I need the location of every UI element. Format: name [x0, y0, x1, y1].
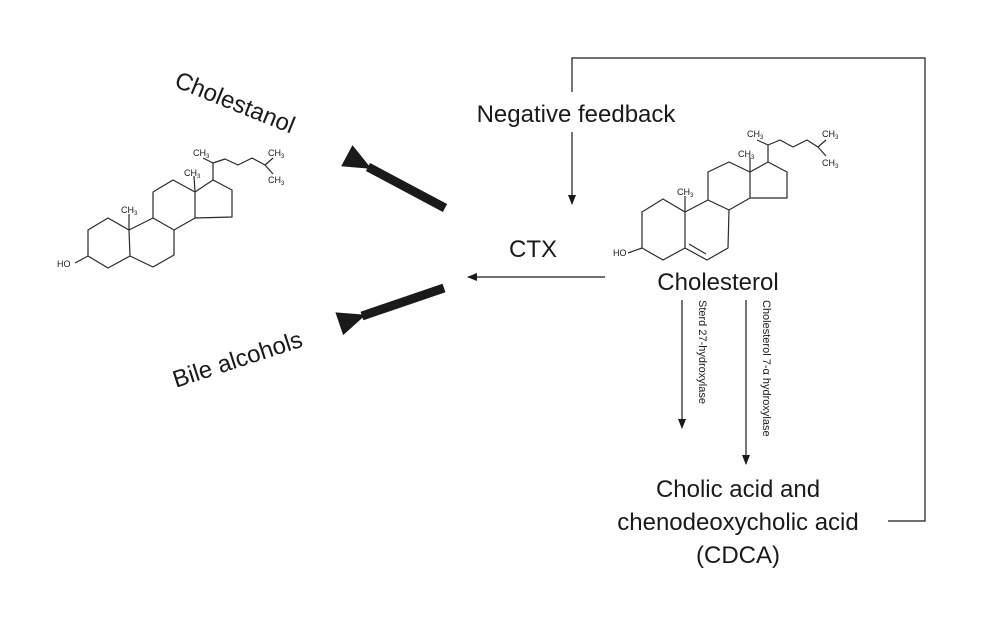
svg-text:CH3: CH3 — [268, 148, 285, 160]
cholesterol-structure: HO CH3 CH3 CH3 CH3 CH3 — [613, 129, 839, 261]
svg-text:CH3: CH3 — [268, 175, 285, 187]
feedback-loop-line — [571, 57, 926, 522]
ctx-label: CTX — [509, 236, 557, 263]
cholestanol-structure: HO CH3 CH3 CH3 CH3 CH3 — [57, 148, 285, 269]
cholestanol-ring-b — [128, 217, 175, 268]
cholesterol-side-chain — [767, 139, 819, 162]
svg-text:CH3: CH3 — [677, 187, 694, 199]
cholestanol-side-chain — [212, 157, 266, 180]
cholesterol-ring-a — [641, 198, 686, 261]
svg-text:CH3: CH3 — [822, 158, 839, 170]
cholesterol-ring-c — [707, 161, 751, 211]
cholesterol-label: Cholesterol — [657, 269, 778, 296]
svg-text:CH3: CH3 — [193, 148, 210, 160]
sterol-27-hydroxylase-label: Sterd 27-hydroxylase — [696, 300, 708, 404]
svg-text:CH3: CH3 — [822, 129, 839, 141]
bile-alcohols-label: Bile alcohols — [169, 326, 305, 393]
cholesterol-ring-d — [749, 161, 788, 199]
negative-feedback-label: Negative feedback — [477, 101, 677, 128]
arrow-to-cholestanol — [341, 145, 448, 212]
cholestanol-ring-a — [87, 217, 131, 269]
product-line-3: (CDCA) — [696, 542, 780, 569]
svg-text:CH3: CH3 — [747, 129, 764, 141]
cholestanol-ring-c — [152, 179, 196, 231]
cholesterol-7a-hydroxylase-label: Cholesterol 7-α hydroxylase — [760, 300, 772, 437]
svg-text:CH3: CH3 — [121, 205, 138, 217]
arrow-to-bile-alcohols — [335, 283, 446, 336]
cholesterol-ring-b — [684, 199, 730, 261]
product-line-2: chenodeoxycholic acid — [617, 509, 859, 536]
cholestanol-label: Cholestanol — [171, 67, 299, 140]
cholestanol-ho: HO — [57, 259, 71, 269]
cholesterol-ho: HO — [613, 248, 627, 258]
cholestanol-ring-d — [194, 179, 233, 219]
svg-text:CH3: CH3 — [738, 149, 755, 161]
svg-text:CH3: CH3 — [184, 168, 201, 180]
product-line-1: Cholic acid and — [656, 476, 820, 503]
